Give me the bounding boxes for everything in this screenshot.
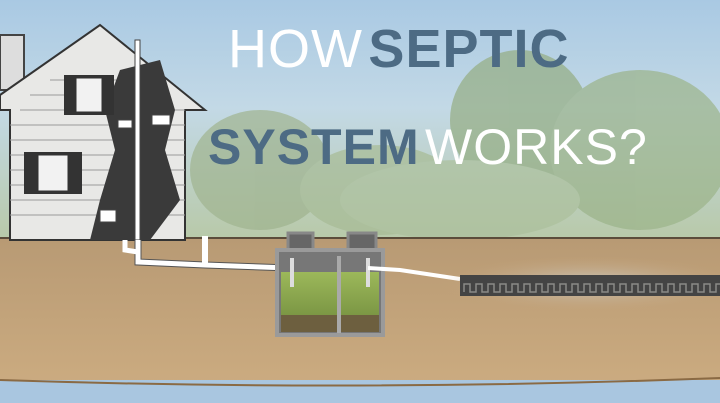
title-works: WORKS?	[425, 119, 648, 175]
title-line-1: HOW SEPTIC	[228, 18, 569, 80]
title-septic: SEPTIC	[368, 19, 570, 79]
drain-field	[440, 256, 720, 312]
inlet-pipe	[122, 236, 291, 272]
house	[0, 23, 208, 241]
trees	[190, 50, 720, 240]
title-how: HOW	[228, 19, 363, 79]
title-system: SYSTEM	[208, 119, 420, 175]
septic-tank	[275, 231, 385, 337]
groundwater	[0, 380, 720, 403]
title-line-2: SYSTEM WORKS?	[208, 118, 648, 176]
